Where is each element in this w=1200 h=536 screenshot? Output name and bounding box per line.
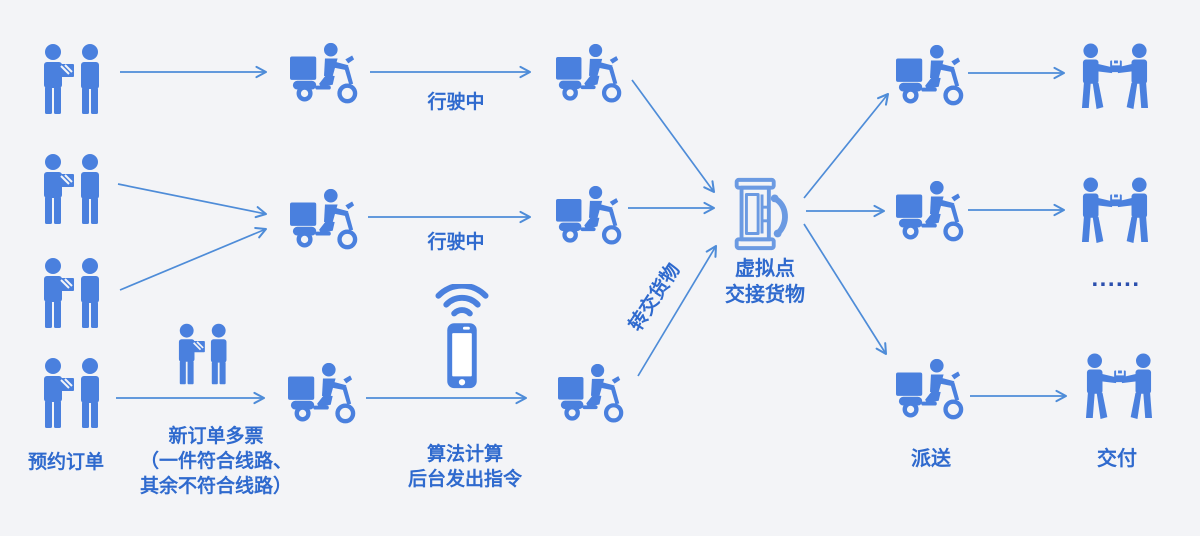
virtual-point-label: 虚拟点 交接货物 [703,256,827,308]
rider-icon-c2 [896,180,964,244]
rider-icon-a2 [290,188,358,252]
rider-icon-a3 [288,362,356,426]
new-order-label: 新订单多票 （一件符合线路、 其余不符合线路） [96,424,336,499]
new-order-line-3: 其余不符合线路） [139,476,292,497]
arrow-rider1-to-hub [631,79,716,194]
virtual-point-line-2: 交接货物 [725,284,805,306]
arrow-hub-to-rider-bottom [803,223,888,356]
customer-pair-icon-2 [36,152,110,226]
phone-signal-icon [430,284,494,394]
driving-label-top: 行驶中 [427,92,485,113]
algorithm-line-1: 算法计算 [426,444,503,465]
reserve-order-label: 预约订单 [27,452,104,473]
rider-icon-b2 [556,184,622,248]
algorithm-label: 算法计算 后台发出指令 [385,442,545,492]
handover-pair-icon-3 [1082,352,1156,420]
dispatch-label: 派送 [911,448,951,470]
customer-pair-icon-4 [36,356,110,430]
handover-pair-icon-1 [1078,42,1152,110]
rider-icon-c1 [896,44,964,108]
new-order-line-1: 新订单多票 [168,426,264,447]
driving-label-mid: 行驶中 [427,232,485,253]
new-order-pair-icon [172,318,236,390]
rider-icon-b3 [558,362,624,426]
customer-pair-icon-3 [36,256,110,330]
handover-pair-icon-2 [1078,176,1152,244]
customer-pair-icon-1 [36,42,110,116]
rider-icon-c3 [896,358,964,422]
ellipsis-dots: ...... [1091,265,1141,292]
algorithm-line-2: 后台发出指令 [407,469,522,490]
arrow-rider3-to-hub [637,244,718,377]
virtual-point-booth-icon [724,174,802,254]
rider-icon-b1 [556,42,622,106]
new-order-line-2: （一件符合线路、 [139,451,292,472]
virtual-point-line-1: 虚拟点 [735,258,795,280]
arrow-hub-to-rider-top [803,92,890,199]
arrow-customers3-to-rider [119,226,268,291]
rider-icon-a1 [290,42,358,106]
deliver-label: 交付 [1097,448,1137,470]
arrow-customers2-to-rider [117,183,268,219]
